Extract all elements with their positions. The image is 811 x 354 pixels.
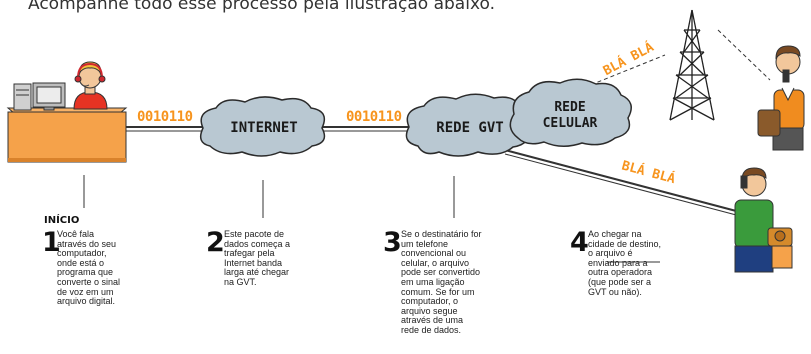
desk-illustration [6, 107, 128, 163]
computer-illustration [13, 82, 66, 111]
cloud-celular-label-line2: CELULAR [542, 116, 598, 131]
person-caller-illustration [73, 61, 108, 110]
inicio-label: INÍCIO [44, 215, 80, 226]
intro-text: Acompanhe todo esse processo pela ilustr… [28, 0, 495, 14]
connection-lines [125, 29, 771, 217]
cloud-rede-celular [509, 78, 632, 147]
person-mobile-illustration [757, 45, 805, 151]
step-2-number: 2 [206, 227, 225, 258]
cloud-internet [199, 96, 326, 157]
cloud-internet-label: INTERNET [230, 120, 298, 136]
cloud-gvt-label: REDE GVT [436, 120, 504, 136]
binary-label-2: 0010110 [346, 109, 402, 125]
binary-label-1: 0010110 [137, 109, 193, 125]
cloud-celular-label-line1: REDE [554, 100, 586, 115]
person-landline-illustration [734, 167, 793, 273]
step-4-number: 4 [570, 227, 589, 258]
step-1-number: 1 [42, 227, 61, 258]
step-3-number: 3 [383, 227, 402, 258]
leader-lines [83, 175, 660, 263]
cell-tower-illustration [669, 9, 715, 121]
